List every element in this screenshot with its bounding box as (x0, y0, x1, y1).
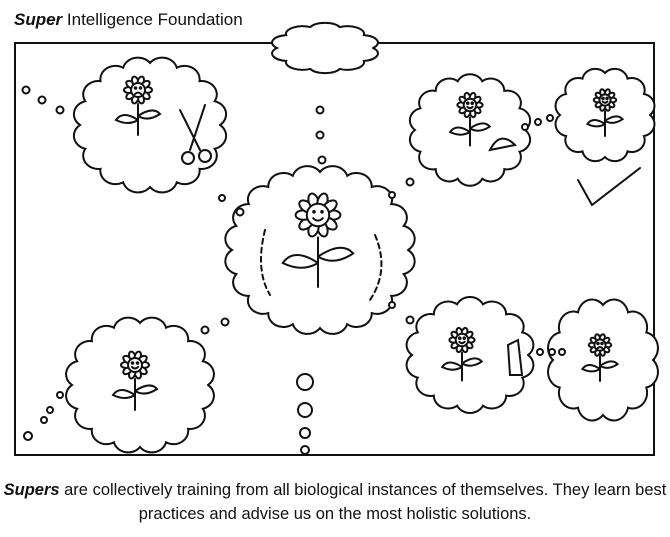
leaf (585, 119, 606, 128)
flower-face (130, 82, 146, 98)
flower-face (127, 357, 143, 373)
eye (605, 96, 609, 101)
thought-dot (558, 348, 566, 356)
leaf (599, 360, 620, 369)
thought-dot (55, 105, 65, 115)
eye (470, 101, 475, 105)
leaf (440, 361, 463, 371)
thought-dot (296, 373, 314, 391)
thought-dot (388, 301, 396, 309)
thought-dot (315, 130, 325, 140)
leaf (469, 122, 492, 132)
leaf (281, 254, 319, 269)
eye (600, 341, 604, 346)
scissors-icon (179, 104, 206, 151)
thought-cloud (224, 165, 416, 335)
thought-dot (200, 325, 210, 335)
mouth (134, 91, 142, 95)
mouth (466, 105, 474, 110)
brand-title: Super Intelligence Foundation (14, 10, 243, 30)
thought-dot (388, 191, 396, 199)
leaf (134, 384, 159, 395)
thought-dot (23, 431, 33, 441)
eye (596, 341, 600, 346)
thought-dot (37, 95, 47, 105)
checkmark-icon (577, 167, 641, 207)
leaf (461, 357, 484, 367)
thought-dot (536, 348, 544, 356)
thought-dot (548, 348, 556, 356)
eye (601, 96, 605, 101)
thought-dot (300, 445, 310, 455)
thought-dot (235, 207, 245, 217)
flower-face (305, 202, 331, 228)
thought-cloud (405, 296, 535, 414)
leaf (111, 389, 136, 399)
thought-dot (297, 402, 313, 418)
thought-dot (40, 416, 48, 424)
caption: Supers are collectively training from al… (0, 478, 670, 526)
eye (130, 361, 135, 365)
leaf (317, 246, 355, 262)
thought-dot (46, 406, 54, 414)
caption-bold: Supers (3, 481, 60, 499)
thought-dot (21, 85, 31, 95)
thought-dot (218, 194, 226, 202)
thought-dot (56, 391, 64, 399)
mouth (131, 366, 139, 370)
thought-dot (405, 177, 415, 187)
thought-dot (405, 315, 415, 325)
thought-dot (315, 105, 325, 115)
leaf (604, 115, 625, 124)
thought-cloud (65, 316, 215, 454)
thought-cloud (72, 56, 228, 194)
thought-dot (521, 123, 529, 131)
thought-dot (220, 317, 230, 327)
illustration (21, 21, 659, 455)
eye (457, 336, 462, 341)
scissors-handle (198, 149, 212, 163)
flower-face (462, 97, 478, 113)
leaf (114, 114, 139, 124)
leaf (448, 126, 471, 136)
thought-dot (299, 427, 311, 439)
mouth (458, 340, 466, 345)
leaf (580, 364, 601, 373)
caption-text: are collectively training from all biolo… (59, 481, 667, 523)
thought-cloud (547, 298, 659, 422)
flower-face (598, 93, 612, 107)
eye (138, 86, 143, 90)
thought-dot (317, 155, 327, 165)
eye (312, 210, 316, 214)
mouth (312, 217, 324, 222)
brand-bold: Super (14, 10, 63, 29)
thought-dot (534, 118, 542, 126)
flower-face (454, 332, 470, 348)
mouth (601, 100, 609, 104)
eye (465, 101, 470, 105)
thought-dot (546, 114, 554, 122)
brand-rest: Intelligence Foundation (62, 10, 243, 29)
eye (320, 210, 324, 214)
spray-bottle-icon (506, 338, 524, 376)
eye (133, 86, 138, 90)
mouth (596, 346, 604, 350)
mushroom-icon (488, 137, 518, 152)
scissors-handle (181, 151, 195, 165)
eye (135, 361, 140, 365)
thought-cloud (271, 21, 379, 75)
eye (462, 336, 467, 341)
motion-lines (260, 229, 383, 301)
flower-face (593, 338, 607, 352)
leaf (137, 109, 162, 120)
